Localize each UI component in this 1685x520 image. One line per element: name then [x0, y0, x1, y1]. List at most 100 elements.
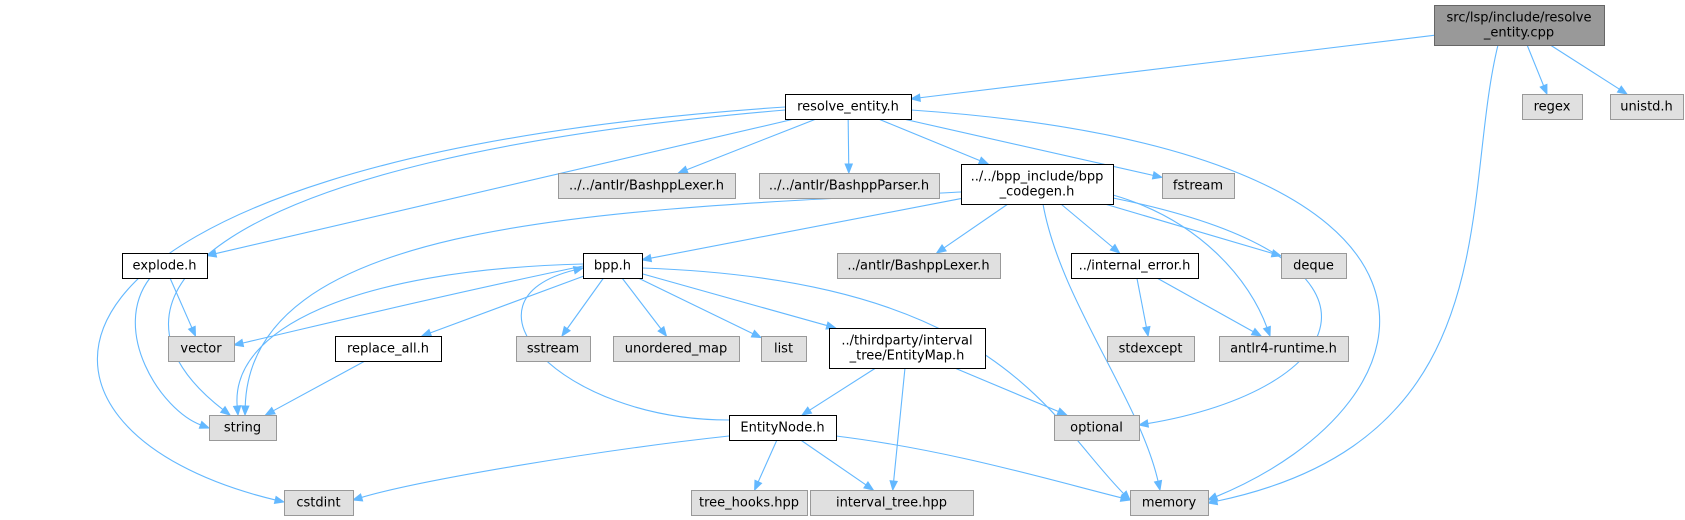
node-label: _tree/EntityMap.h: [849, 349, 965, 364]
edge-line: [641, 273, 829, 327]
node-label: explode.h: [133, 259, 197, 274]
node-box: [837, 253, 1001, 279]
edge-arrowhead: [800, 406, 813, 416]
node-label: EntityNode.h: [740, 421, 824, 436]
node-label: bpp.h: [594, 259, 631, 274]
edge-resolve_entity-to-parser_rel: [844, 118, 854, 175]
edge-bpp-to-string: [232, 263, 584, 417]
edge-bpp-to-list: [638, 277, 763, 339]
edge-root-to-memory: [1206, 44, 1499, 506]
node-entitynode[interactable]: EntityNode.h: [729, 415, 837, 441]
edge-arrowhead: [935, 244, 947, 254]
edge-line: [134, 277, 202, 426]
node-label: ../../bpp_include/bpp: [971, 170, 1104, 185]
edge-entitymap-to-interval_tree: [889, 367, 906, 492]
node-resolve-entity[interactable]: resolve_entity.h: [785, 94, 912, 120]
edge-entitynode-to-memory: [835, 435, 1132, 502]
edge-arrowhead: [232, 338, 245, 348]
edge-line: [566, 277, 604, 330]
node-box: [961, 164, 1114, 205]
edge-line: [429, 275, 584, 334]
node-codegen[interactable]: ../../bpp_include/bpp_codegen.h: [961, 164, 1114, 205]
node-memory: memory: [1130, 490, 1209, 516]
edge-arrowhead: [677, 165, 689, 174]
edge-arrowhead: [1119, 493, 1132, 502]
node-bpp[interactable]: bpp.h: [583, 253, 643, 279]
node-label: src/lsp/include/resolve: [1447, 11, 1592, 26]
edge-line: [1112, 197, 1322, 425]
node-label: memory: [1142, 496, 1197, 511]
edge-line: [942, 203, 1009, 249]
node-root[interactable]: src/lsp/include/resolve_entity.cpp: [1434, 5, 1605, 46]
node-label: ../../antlr/BashppParser.h: [769, 179, 929, 194]
edge-line: [214, 118, 795, 255]
node-label: tree_hooks.hpp: [699, 496, 799, 511]
node-list: list: [761, 336, 807, 362]
edge-line: [1042, 203, 1159, 483]
node-unordered-map: unordered_map: [613, 336, 740, 362]
node-label: ../thirdparty/interval: [841, 334, 972, 349]
node-box: [168, 336, 235, 362]
node-box: [785, 94, 912, 120]
node-box: [1130, 490, 1209, 516]
edge-codegen-to-lexer2: [935, 203, 1009, 254]
edge-line: [638, 277, 755, 335]
node-internal-error[interactable]: ../internal_error.h: [1071, 253, 1199, 279]
edge-line: [168, 109, 786, 411]
edge-line: [918, 34, 1435, 99]
node-label: _codegen.h: [999, 185, 1075, 200]
edge-root-to-regex: [1526, 44, 1548, 96]
edge-line: [649, 198, 962, 259]
edge-codegen-to-antlr4: [1112, 194, 1271, 338]
node-box: [1610, 94, 1684, 120]
edge-codegen-to-deque: [1104, 203, 1283, 258]
node-box: [1162, 173, 1235, 199]
node-parser-rel: ../../antlr/BashppParser.h: [759, 173, 940, 199]
edge-replace_all-to-string: [264, 360, 366, 416]
edge-internal_error-to-stdexcept: [1136, 277, 1151, 338]
edge-entitymap-to-optional: [954, 367, 1068, 416]
node-explode[interactable]: explode.h: [122, 253, 208, 279]
edge-line: [910, 109, 1381, 498]
edge-internal_error-to-antlr4: [1156, 277, 1263, 337]
edge-arrowhead: [219, 405, 232, 416]
node-label: ../../antlr/BashppLexer.h: [569, 179, 724, 194]
edge-line: [1112, 194, 1268, 329]
edge-arrowhead: [1056, 407, 1068, 416]
edge-line: [1060, 203, 1114, 249]
node-box: [284, 490, 354, 516]
edge-arrowhead: [561, 325, 572, 338]
edge-arrowhead: [909, 93, 921, 103]
edge-line: [360, 435, 730, 499]
node-label: stdexcept: [1119, 342, 1183, 357]
node-label: interval_tree.hpp: [836, 496, 947, 511]
edge-arrowhead: [198, 420, 211, 429]
edge-bpp-to-entitymap: [641, 273, 837, 330]
node-box: [613, 336, 740, 362]
edge-resolve_entity-to-cstdint: [96, 106, 786, 505]
node-layer: src/lsp/include/resolve_entity.cppresolv…: [122, 5, 1684, 516]
node-label: string: [224, 421, 261, 436]
edge-line: [1215, 44, 1499, 502]
node-unistd: unistd.h: [1610, 94, 1684, 120]
edge-arrowhead: [1206, 492, 1219, 501]
edge-arrowhead: [264, 406, 276, 416]
edge-line: [1156, 277, 1255, 333]
node-box: [1434, 5, 1605, 46]
node-stdexcept: stdexcept: [1107, 336, 1195, 362]
node-label: unordered_map: [625, 342, 728, 357]
edge-line: [621, 277, 663, 330]
edge-resolve_entity-to-lexer_rel: [677, 118, 817, 174]
node-label: regex: [1534, 100, 1571, 115]
edge-arrowhead: [420, 328, 433, 337]
edge-arrowhead: [1262, 325, 1271, 338]
node-box: [759, 173, 940, 199]
edge-bpp-to-unordered_map: [621, 277, 668, 338]
edge-resolve_entity-to-explode: [205, 118, 795, 258]
node-box: [558, 173, 736, 199]
node-box: [729, 415, 837, 441]
node-optional: optional: [1054, 415, 1140, 441]
node-entitymap[interactable]: ../thirdparty/interval_tree/EntityMap.h: [829, 328, 986, 369]
node-replace-all[interactable]: replace_all.h: [335, 336, 442, 362]
